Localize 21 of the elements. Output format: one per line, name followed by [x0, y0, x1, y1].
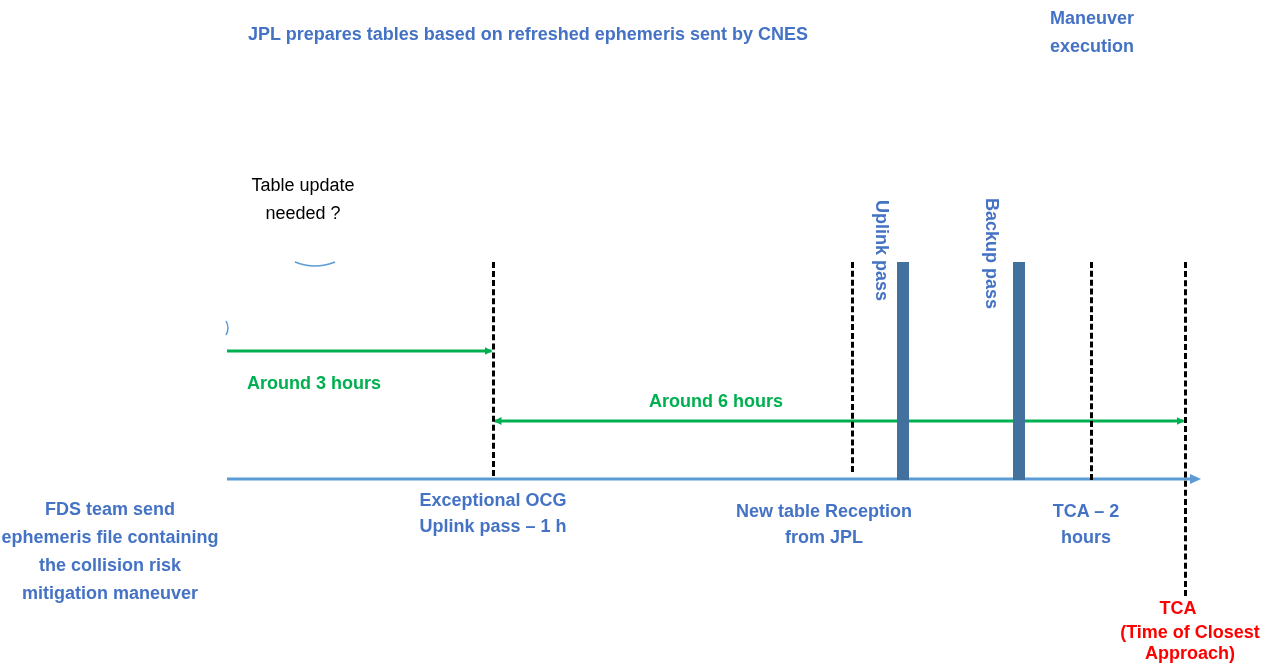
annotation-text: FDS team send ephemeris file containing the collision risk mitigation maneuver [0, 498, 220, 605]
pass-bar [1013, 262, 1025, 480]
edge-label: Around 6 hours [649, 390, 783, 413]
question-text: Table update needed ? [250, 174, 356, 225]
duration-arrow [227, 347, 493, 355]
dashed-marker-line [1183, 262, 1187, 596]
pass-bar [897, 262, 909, 480]
pass-label: Uplink pass [873, 200, 891, 302]
duration-arrow [493, 417, 1185, 425]
dashed-marker-line [491, 262, 495, 476]
pass-label: Backup pass [983, 198, 1001, 310]
edge-label: Around 3 hours [247, 372, 381, 395]
dashed-marker-line [1089, 262, 1093, 480]
tca-label: (Time of Closest Approach) [1119, 622, 1261, 664]
annotation-text: JPL prepares tables based on refreshed ephemeris sent by CNES [247, 23, 809, 46]
event-label: New table Reception from JPL [734, 500, 913, 549]
dashed-marker-line [850, 262, 854, 472]
event-label: TCA – 2 hours [1051, 500, 1121, 549]
tca-label: TCA [1158, 598, 1198, 619]
event-label: Exceptional OCG Uplink pass – 1 h [418, 489, 568, 538]
annotation-text: Maneuver execution [1048, 7, 1135, 58]
